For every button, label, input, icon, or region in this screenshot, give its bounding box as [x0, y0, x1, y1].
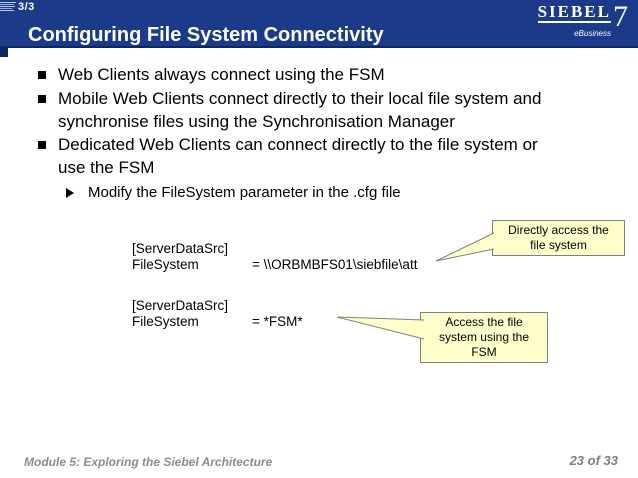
config-value: = *FSM* — [252, 313, 303, 329]
config-param-line: FileSystem = \\ORBMBFS01\siebfile\att — [132, 256, 417, 273]
square-bullet-icon — [38, 71, 46, 79]
siebel-logo: SIEBEL eBusiness 7 — [537, 0, 628, 41]
config-param: FileSystem — [132, 313, 199, 329]
siebel-logo-wordmark-wrap: SIEBEL eBusiness — [537, 2, 611, 41]
callout-tail-edge — [336, 316, 425, 321]
page-indicator: 3/3 — [18, 1, 35, 13]
config-param-line: FileSystem = *FSM* — [132, 313, 303, 330]
callout-text: Access the file system using the FSM — [438, 315, 530, 359]
callout-tail-edge — [435, 248, 495, 262]
square-bullet-icon — [38, 95, 46, 103]
bullet-text: Mobile Web Clients connect directly to t… — [58, 87, 610, 133]
callout-direct-access: Directly access the file system — [492, 220, 625, 256]
config-param: FileSystem — [132, 256, 199, 272]
footer-page-number: 23 of 33 — [569, 453, 618, 468]
bullet-text: Dedicated Web Clients can connect direct… — [58, 133, 610, 179]
bullet-line: use the FSM — [58, 158, 155, 177]
siebel-logo-tagline: eBusiness — [574, 29, 611, 38]
callout-tail-direct — [436, 233, 494, 261]
callout-text: Directly access the file system — [508, 223, 609, 252]
bullet-line: synchronise files using the Synchronisat… — [58, 112, 455, 131]
bullet-text: Web Clients always connect using the FSM — [58, 65, 385, 84]
config-value: = \\ORBMBFS01\siebfile\att — [252, 256, 418, 272]
footer-module-label: Module 5: Exploring the Siebel Architect… — [24, 455, 273, 469]
config-section: [ServerDataSrc] — [132, 298, 229, 313]
triangle-bullet-icon — [66, 188, 74, 198]
slide-title: Configuring File System Connectivity — [28, 24, 384, 46]
sub-bullet-text: Modify the FileSystem parameter in the .… — [88, 184, 401, 201]
page-indicator-lines-icon — [0, 2, 16, 14]
square-bullet-icon — [38, 141, 46, 149]
callout-tail-edge — [435, 232, 495, 262]
header-notch — [0, 48, 8, 57]
siebel-logo-version: 7 — [613, 0, 628, 33]
config-snippet-direct: [ServerDataSrc] FileSystem = \\ORBMBFS01… — [132, 241, 417, 273]
bullet-line: Dedicated Web Clients can connect direct… — [58, 135, 538, 154]
siebel-logo-wordmark: SIEBEL — [537, 2, 611, 23]
header-bar: 3/3 Configuring File System Connectivity… — [0, 0, 638, 48]
callout-tail-edge — [336, 316, 425, 340]
callout-fsm-access: Access the file system using the FSM — [420, 312, 548, 363]
config-section: [ServerDataSrc] — [132, 241, 229, 256]
config-snippet-fsm: [ServerDataSrc] FileSystem = *FSM* — [132, 298, 303, 330]
bullet-line: Mobile Web Clients connect directly to t… — [58, 89, 542, 108]
callout-tail-fsm — [337, 317, 424, 339]
